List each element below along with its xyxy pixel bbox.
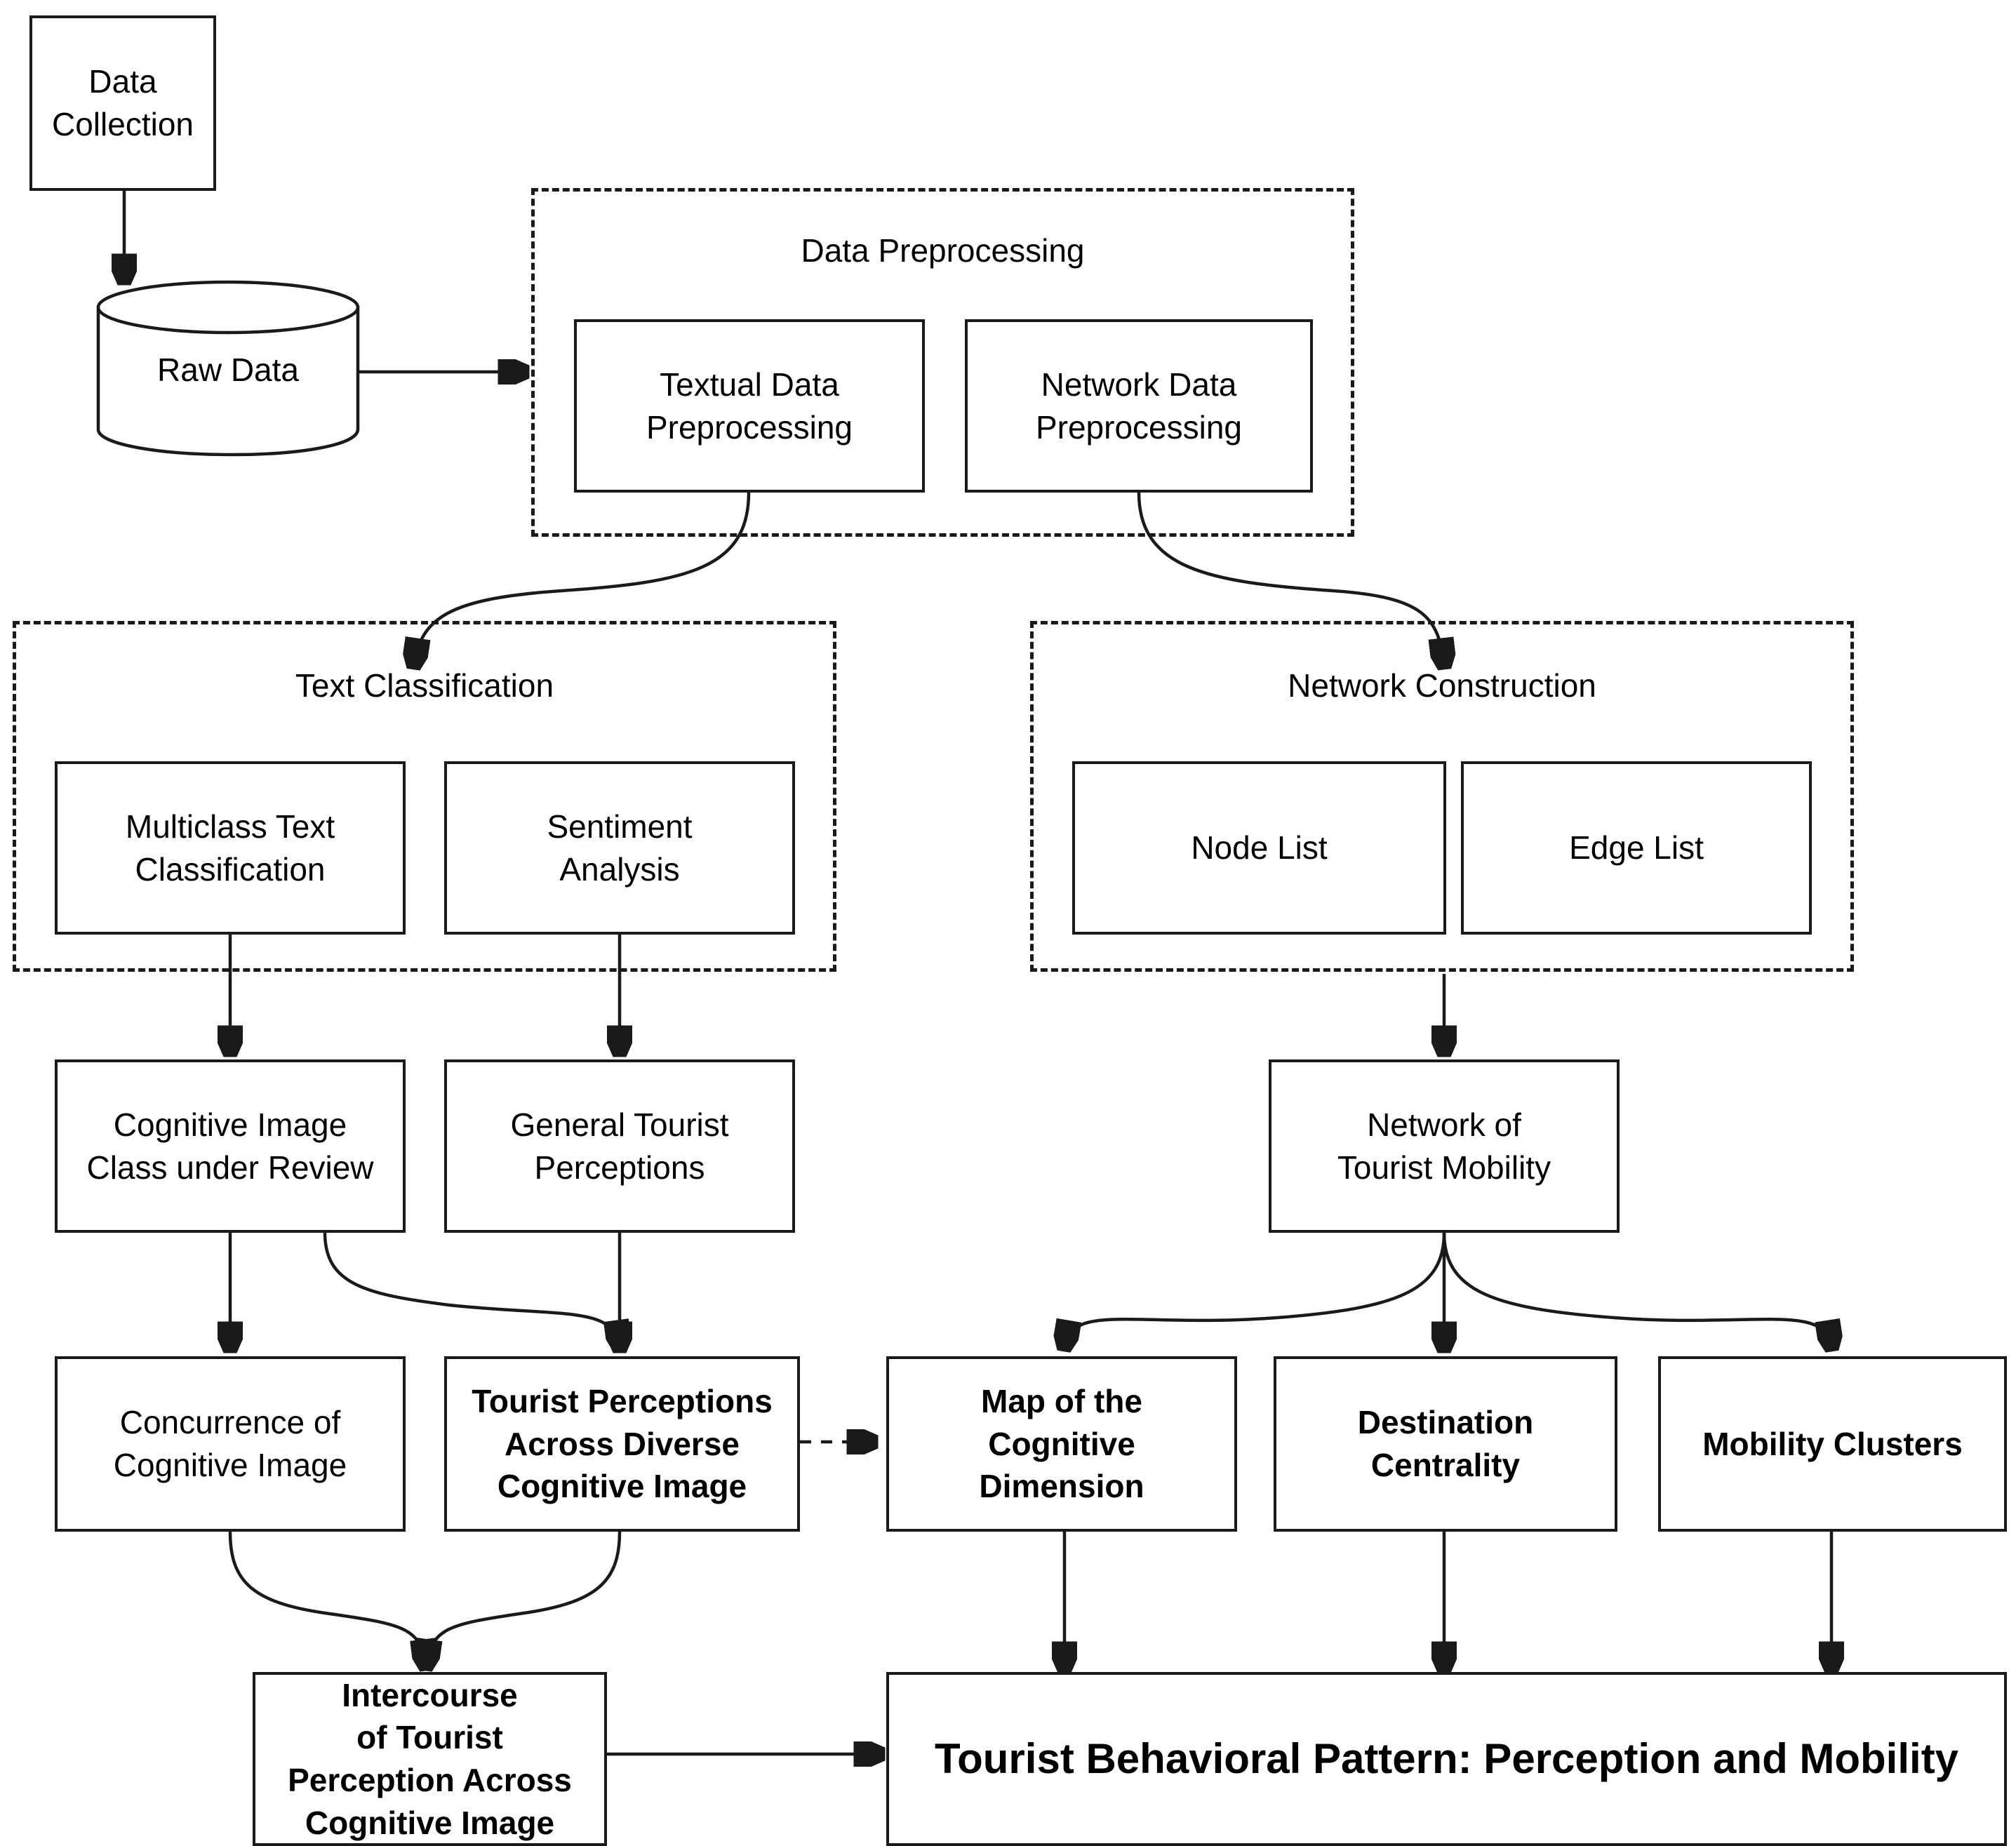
node-tourist-perceptions-across-diverse[interactable]: Tourist Perceptions Across Diverse Cogni…	[444, 1356, 800, 1532]
node-edge-list[interactable]: Edge List	[1461, 761, 1812, 935]
edge-perceptions-to-intercourse	[426, 1531, 622, 1666]
group-title-data-preprocessing: Data Preprocessing	[801, 232, 1085, 269]
raw-data-cylinder: Raw Data	[91, 280, 365, 457]
node-general-tourist-perceptions[interactable]: General Tourist Perceptions	[444, 1059, 795, 1233]
node-cognitive-image-class[interactable]: Cognitive Image Class under Review	[55, 1059, 406, 1233]
group-data-preprocessing	[531, 188, 1354, 537]
node-multiclass-text-classification[interactable]: Multiclass Text Classification	[55, 761, 406, 935]
edge-mobility-to-clusters	[1442, 1232, 1831, 1347]
group-title-network-construction: Network Construction	[1288, 667, 1596, 704]
node-data-collection[interactable]: Data Collection	[29, 15, 216, 191]
node-node-list[interactable]: Node List	[1072, 761, 1446, 935]
node-textual-data-preprocessing[interactable]: Textual Data Preprocessing	[574, 319, 925, 493]
node-intercourse-of-tourist-perception[interactable]: Intercourse of Tourist Perception Across…	[253, 1672, 607, 1846]
node-sentiment-analysis[interactable]: Sentiment Analysis	[444, 761, 795, 935]
group-title-text-classification: Text Classification	[295, 667, 554, 704]
node-map-of-cognitive-dimension[interactable]: Map of the Cognitive Dimension	[886, 1356, 1237, 1532]
node-network-data-preprocessing[interactable]: Network Data Preprocessing	[965, 319, 1313, 493]
edge-mobility-to-map	[1064, 1232, 1446, 1347]
edge-concurrence-to-intercourse	[228, 1531, 426, 1666]
edge-cognitive-to-perceptions	[323, 1232, 620, 1347]
node-concurrence-of-cognitive-image[interactable]: Concurrence of Cognitive Image	[55, 1356, 406, 1532]
node-network-of-tourist-mobility[interactable]: Network of Tourist Mobility	[1269, 1059, 1620, 1233]
node-destination-centrality[interactable]: Destination Centrality	[1274, 1356, 1617, 1532]
node-mobility-clusters[interactable]: Mobility Clusters	[1658, 1356, 2007, 1532]
node-tourist-behavioral-pattern[interactable]: Tourist Behavioral Pattern: Perception a…	[886, 1672, 2007, 1846]
